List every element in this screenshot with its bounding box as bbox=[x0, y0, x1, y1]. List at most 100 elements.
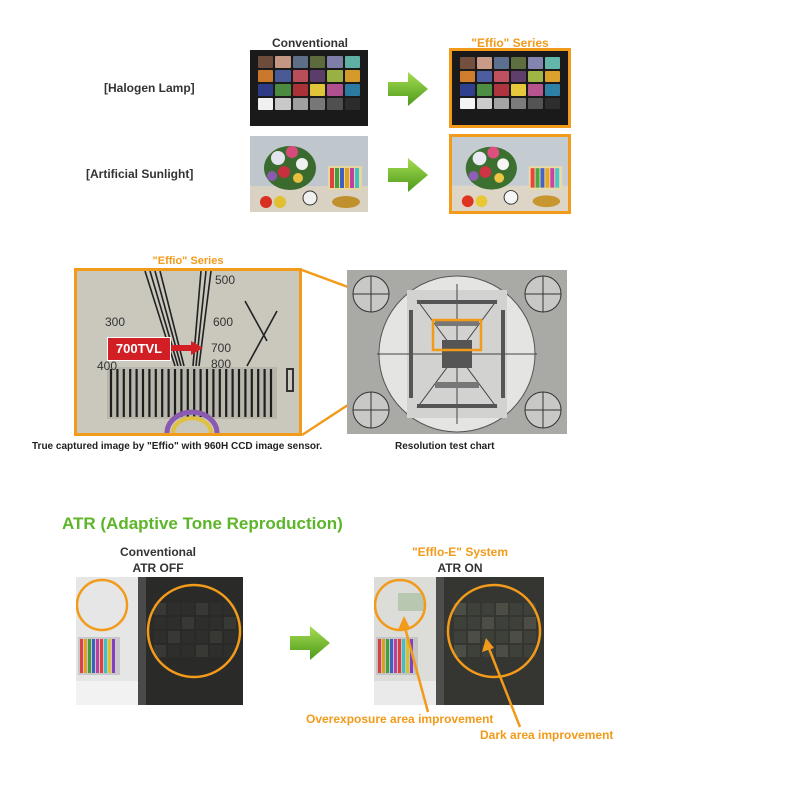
overexposure-note: Overexposure area improvement bbox=[306, 712, 494, 726]
color-swatch bbox=[545, 57, 560, 69]
flower-still-life-image bbox=[452, 137, 568, 211]
effio-zoom-label: "Effio" Series bbox=[152, 255, 224, 267]
atr-title: ATR (Adaptive Tone Reproduction) bbox=[62, 514, 343, 533]
color-swatch bbox=[511, 57, 526, 69]
dark-checker-square bbox=[168, 645, 180, 657]
dark-checker-square bbox=[454, 617, 466, 629]
color-swatch bbox=[344, 70, 360, 82]
flower-still-life-conventional bbox=[250, 136, 368, 212]
color-swatch bbox=[309, 70, 326, 82]
dark-checker-square bbox=[182, 603, 194, 615]
dark-checker-square bbox=[468, 603, 480, 615]
atr-on-photo bbox=[374, 577, 544, 705]
color-swatch bbox=[528, 57, 543, 69]
color-swatch bbox=[327, 70, 343, 82]
atr-left-label-conventional: Conventional bbox=[119, 545, 196, 559]
caption-test-chart: Resolution test chart bbox=[395, 441, 495, 452]
dark-checker-square bbox=[182, 645, 194, 657]
color-swatch bbox=[460, 97, 475, 109]
tvl-badge: 700TVL bbox=[107, 337, 171, 361]
color-swatch bbox=[460, 70, 475, 82]
color-swatch bbox=[545, 70, 560, 82]
color-swatch bbox=[327, 84, 343, 96]
color-swatch bbox=[275, 56, 291, 68]
resolution-lines-graphic bbox=[77, 271, 299, 433]
dark-checker-square bbox=[510, 631, 522, 643]
color-swatch bbox=[327, 56, 343, 68]
color-swatch bbox=[258, 98, 274, 110]
green-arrow-icon bbox=[290, 626, 330, 660]
dark-checker-square bbox=[496, 603, 508, 615]
color-swatch bbox=[511, 97, 526, 109]
dark-checker-square bbox=[210, 617, 222, 629]
color-swatch bbox=[344, 84, 360, 96]
scale-label-300: 300 bbox=[105, 315, 126, 329]
color-swatch bbox=[477, 57, 492, 69]
dark-checker-square bbox=[524, 631, 536, 643]
dark-checker-square bbox=[196, 645, 208, 657]
color-swatch bbox=[494, 97, 509, 109]
dark-checker-square bbox=[210, 603, 222, 615]
dark-checker-square bbox=[510, 645, 522, 657]
dark-checker-square bbox=[454, 645, 466, 657]
dark-checker-square bbox=[468, 645, 480, 657]
color-swatch bbox=[292, 84, 308, 96]
dark-checker-square bbox=[496, 645, 508, 657]
green-arrow-icon bbox=[388, 158, 428, 192]
color-swatch bbox=[327, 98, 343, 110]
zoomed-resolution-image: 300 400 500 600 700 800 700TVL bbox=[74, 268, 302, 436]
color-swatch bbox=[477, 70, 492, 82]
color-swatch bbox=[258, 84, 274, 96]
color-swatch bbox=[309, 98, 326, 110]
atr-right-label-effio: "Efflo-E" System bbox=[411, 545, 509, 559]
color-swatch bbox=[292, 70, 308, 82]
scale-label-500: 500 bbox=[215, 273, 236, 287]
sunlight-row-label: [Artificial Sunlight] bbox=[86, 167, 194, 181]
color-swatch bbox=[477, 84, 492, 96]
dark-checker-square bbox=[510, 617, 522, 629]
dark-checker-square bbox=[524, 617, 536, 629]
caption-effio-capture: True captured image by "Effio" with 960H… bbox=[32, 441, 323, 452]
halogen-row-label: [Halogen Lamp] bbox=[104, 81, 195, 95]
dark-checker-square bbox=[154, 645, 166, 657]
conventional-column-label: Conventional bbox=[271, 36, 348, 50]
dark-checker-square bbox=[182, 617, 194, 629]
color-checker-conventional bbox=[250, 50, 368, 126]
color-swatch bbox=[528, 97, 543, 109]
dark-checker-square bbox=[496, 617, 508, 629]
flower-still-life-effio bbox=[449, 134, 571, 214]
dark-checker-square bbox=[510, 603, 522, 615]
color-swatch bbox=[528, 84, 543, 96]
dark-checker-square bbox=[168, 631, 180, 643]
color-swatch bbox=[477, 97, 492, 109]
color-swatch bbox=[275, 70, 291, 82]
color-swatch bbox=[275, 84, 291, 96]
dark-checker-square bbox=[482, 603, 494, 615]
color-swatch bbox=[460, 84, 475, 96]
color-swatch bbox=[511, 84, 526, 96]
dark-checker-square bbox=[454, 603, 466, 615]
atr-off-label: ATR OFF bbox=[132, 561, 184, 575]
dark-checker-square bbox=[182, 631, 194, 643]
dark-checker-square bbox=[496, 631, 508, 643]
scale-label-400: 400 bbox=[97, 359, 118, 373]
color-swatch bbox=[528, 70, 543, 82]
dark-checker-square bbox=[168, 617, 180, 629]
dark-checker-square bbox=[224, 631, 236, 643]
color-swatch bbox=[494, 57, 509, 69]
scale-label-800: 800 bbox=[211, 357, 232, 371]
dark-checker-square bbox=[468, 617, 480, 629]
dark-checker-square bbox=[224, 617, 236, 629]
color-swatch bbox=[275, 98, 291, 110]
green-arrow-icon bbox=[388, 72, 428, 106]
color-swatch-grid bbox=[250, 50, 368, 126]
color-swatch bbox=[545, 84, 560, 96]
color-swatch bbox=[258, 70, 274, 82]
dark-checker-square bbox=[154, 603, 166, 615]
color-swatch bbox=[309, 56, 326, 68]
resolution-test-chart bbox=[347, 270, 567, 434]
color-swatch bbox=[494, 84, 509, 96]
color-swatch bbox=[460, 57, 475, 69]
color-swatch bbox=[309, 84, 326, 96]
dark-area-note: Dark area improvement bbox=[480, 728, 614, 742]
